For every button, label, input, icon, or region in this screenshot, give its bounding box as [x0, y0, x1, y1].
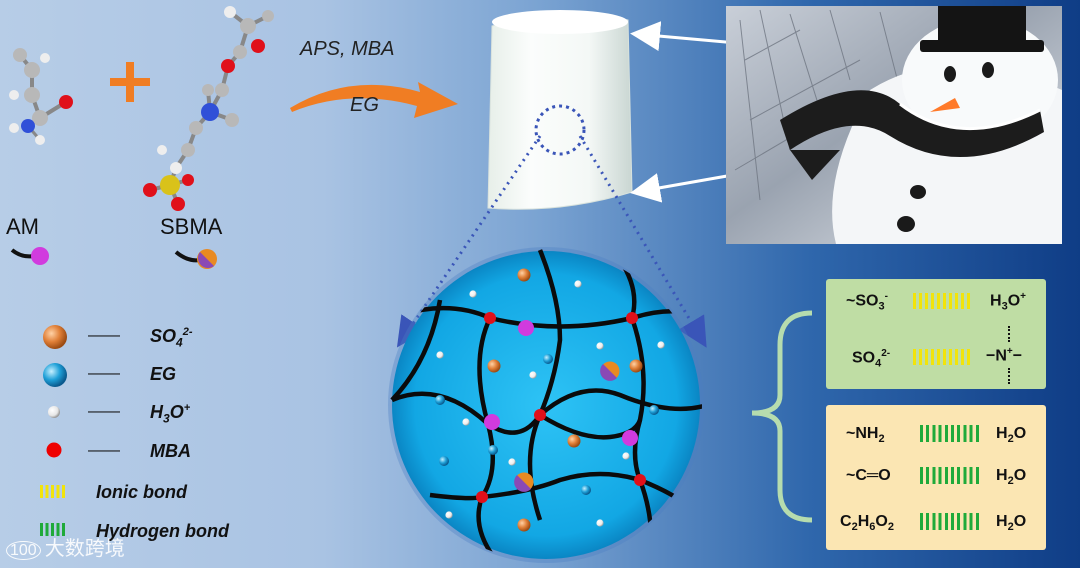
sbma-pendant-half	[514, 475, 531, 492]
mba-crosslink	[534, 409, 546, 421]
eg-ball-icon	[43, 363, 67, 387]
hydronium-particle	[445, 511, 453, 519]
reagent-top-label: APS, MBA	[300, 38, 395, 60]
reagent-bottom-label: EG	[350, 94, 379, 116]
hydronium-particle	[657, 341, 665, 349]
sulfate-particle	[567, 434, 581, 448]
hbond-row-1-left: ~NH2	[846, 425, 885, 446]
hydronium-particle	[529, 371, 537, 379]
am-pendant	[484, 414, 500, 430]
curly-brace-icon	[751, 310, 813, 523]
hydrogen-bond-icon	[920, 513, 982, 530]
eg-particle	[435, 395, 445, 405]
eg-particle	[649, 405, 659, 415]
legend-label-sulfate: SO42-	[150, 326, 193, 350]
legend-dash: ——	[88, 442, 120, 459]
ammonium-bond-down	[1008, 368, 1012, 384]
legend-label-mba: MBA	[150, 441, 191, 461]
hydronium-particle	[469, 290, 477, 298]
hydronium-ball-icon	[48, 406, 60, 418]
hydronium-particle	[436, 351, 444, 359]
hbond-row-2-left: ~C═O	[846, 467, 891, 484]
ionic-row-2-left: SO42-	[852, 348, 891, 370]
am-molecule-icon	[9, 48, 73, 145]
sulfate-particle	[487, 359, 501, 373]
eg-particle	[488, 445, 498, 455]
plus-sign-icon	[110, 62, 150, 102]
reaction-arrow-icon	[290, 82, 458, 118]
legend-dash: ——	[88, 327, 120, 344]
eg-particle	[581, 485, 591, 495]
hbond-row-1-right: H2O	[996, 425, 1027, 446]
hydronium-particle	[508, 458, 516, 466]
hydronium-particle	[596, 519, 604, 527]
ionic-row-1-left: ~SO3-	[846, 291, 888, 313]
legend-dash: ——	[88, 365, 120, 382]
hydronium-particle	[462, 418, 470, 426]
ionic-row-2-right: −N+−	[986, 346, 1023, 365]
am-pendant	[518, 320, 534, 336]
legend-dash: ——	[88, 403, 120, 420]
legend-label-ionic: Ionic bond	[96, 482, 187, 502]
legend-label-hydronium: H3O+	[150, 402, 191, 426]
ionic-row-1-right: H3O+	[990, 291, 1026, 313]
mba-crosslink	[634, 474, 646, 486]
hydronium-particle	[622, 452, 630, 460]
mba-crosslink	[476, 491, 488, 503]
legend-label-eg: EG	[150, 364, 177, 384]
ionic-bond-icon	[913, 293, 971, 309]
mba-dot-icon	[46, 442, 62, 458]
hydrogen-bond-icon	[40, 523, 66, 536]
hydronium-particle	[574, 280, 582, 288]
sbma-label: SBMA	[160, 214, 223, 239]
ionic-bond-icon	[913, 349, 971, 365]
eg-particle	[439, 456, 449, 466]
am-pendant	[622, 430, 638, 446]
am-label: AM	[6, 214, 39, 239]
mba-crosslink	[626, 312, 638, 324]
hbond-row-3-right: H2O	[996, 513, 1027, 534]
sbma-symbol-icon	[174, 249, 217, 269]
eg-particle	[543, 354, 553, 364]
am-symbol-icon	[10, 247, 49, 265]
hydronium-particle	[596, 342, 604, 350]
sulfate-particle	[517, 268, 531, 282]
snowman-photo-image	[726, 6, 1062, 244]
mba-crosslink	[484, 312, 496, 324]
sulfate-particle	[517, 518, 531, 532]
sbma-pendant-half	[600, 364, 617, 381]
ammonium-bond-up	[1008, 326, 1012, 342]
sbma-molecule-icon	[143, 6, 274, 211]
hbond-row-2-right: H2O	[996, 467, 1027, 488]
legend-label-hydrogen: Hydrogen bond	[96, 521, 229, 541]
hydrogen-bond-icon	[920, 425, 982, 442]
sulfate-ball-icon	[43, 325, 67, 349]
sulfate-particle	[629, 359, 643, 373]
hydrogen-bond-icon	[920, 467, 982, 484]
ionic-bond-icon	[40, 485, 66, 498]
hbond-row-3-left: C2H6O2	[840, 513, 894, 534]
